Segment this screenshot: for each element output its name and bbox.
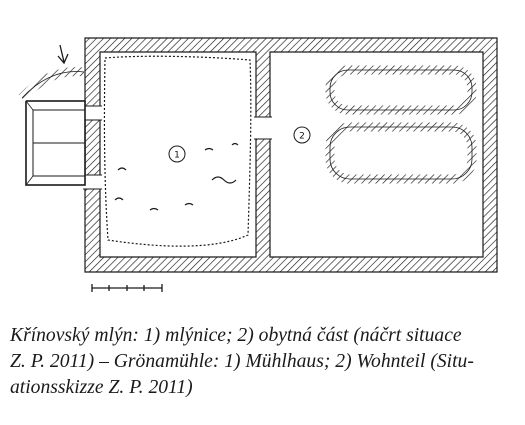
room-label-1: 1 [168, 145, 186, 163]
building-walls [83, 37, 498, 273]
scale-bar [91, 284, 163, 292]
caption-line: ationsskizze Z. P. 2011) [10, 377, 193, 398]
room-1-interior-sketch [103, 55, 252, 247]
caption-line: Z. P. 2011) – Grönamühle: 1) Mühlhaus; 2… [10, 351, 474, 372]
room-2-mounds [325, 65, 477, 184]
wheel-pit-annex [18, 67, 86, 186]
figure-caption: Křínovský mlýn: 1) mlýnice; 2) obytná čá… [10, 323, 520, 401]
svg-text:1: 1 [174, 151, 180, 161]
flow-arrow-icon [57, 44, 69, 65]
room-label-2: 2 [293, 126, 311, 144]
svg-text:2: 2 [299, 132, 305, 142]
caption-line: Křínovský mlýn: 1) mlýnice; 2) obytná čá… [10, 325, 462, 346]
